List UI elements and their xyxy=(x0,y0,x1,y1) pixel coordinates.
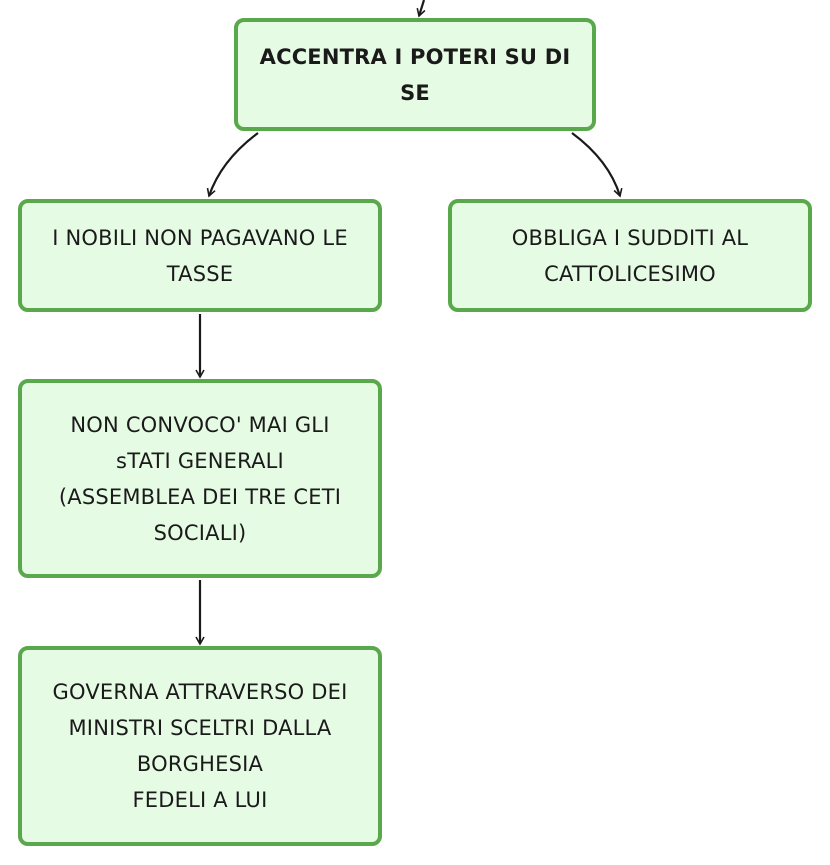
connector-incoming-root xyxy=(416,0,426,18)
node-obbliga-cattolicesimo[interactable]: OBBLIGA I SUDDITI AL CATTOLICESIMO xyxy=(448,199,812,312)
connector-root-nobili xyxy=(206,132,259,198)
node-label: ACCENTRA I POTERI SU DI SE xyxy=(259,44,571,105)
node-label: NON CONVOCO' MAI GLI sTATI GENERALI (ASS… xyxy=(58,412,342,545)
node-label: GOVERNA ATTRAVERSO DEI MINISTRI SCELTRI … xyxy=(52,680,348,812)
connector-root-obbliga xyxy=(571,132,623,198)
node-accentra-poteri[interactable]: ACCENTRA I POTERI SU DI SE xyxy=(234,18,596,131)
node-stati-generali[interactable]: NON CONVOCO' MAI GLI sTATI GENERALI (ASS… xyxy=(18,379,382,578)
node-label: OBBLIGA I SUDDITI AL CATTOLICESIMO xyxy=(511,225,749,286)
node-governa-ministri[interactable]: GOVERNA ATTRAVERSO DEI MINISTRI SCELTRI … xyxy=(18,646,382,846)
node-nobili-tasse[interactable]: I NOBILI NON PAGAVANO LE TASSE xyxy=(18,199,382,312)
node-label: I NOBILI NON PAGAVANO LE TASSE xyxy=(52,225,348,286)
